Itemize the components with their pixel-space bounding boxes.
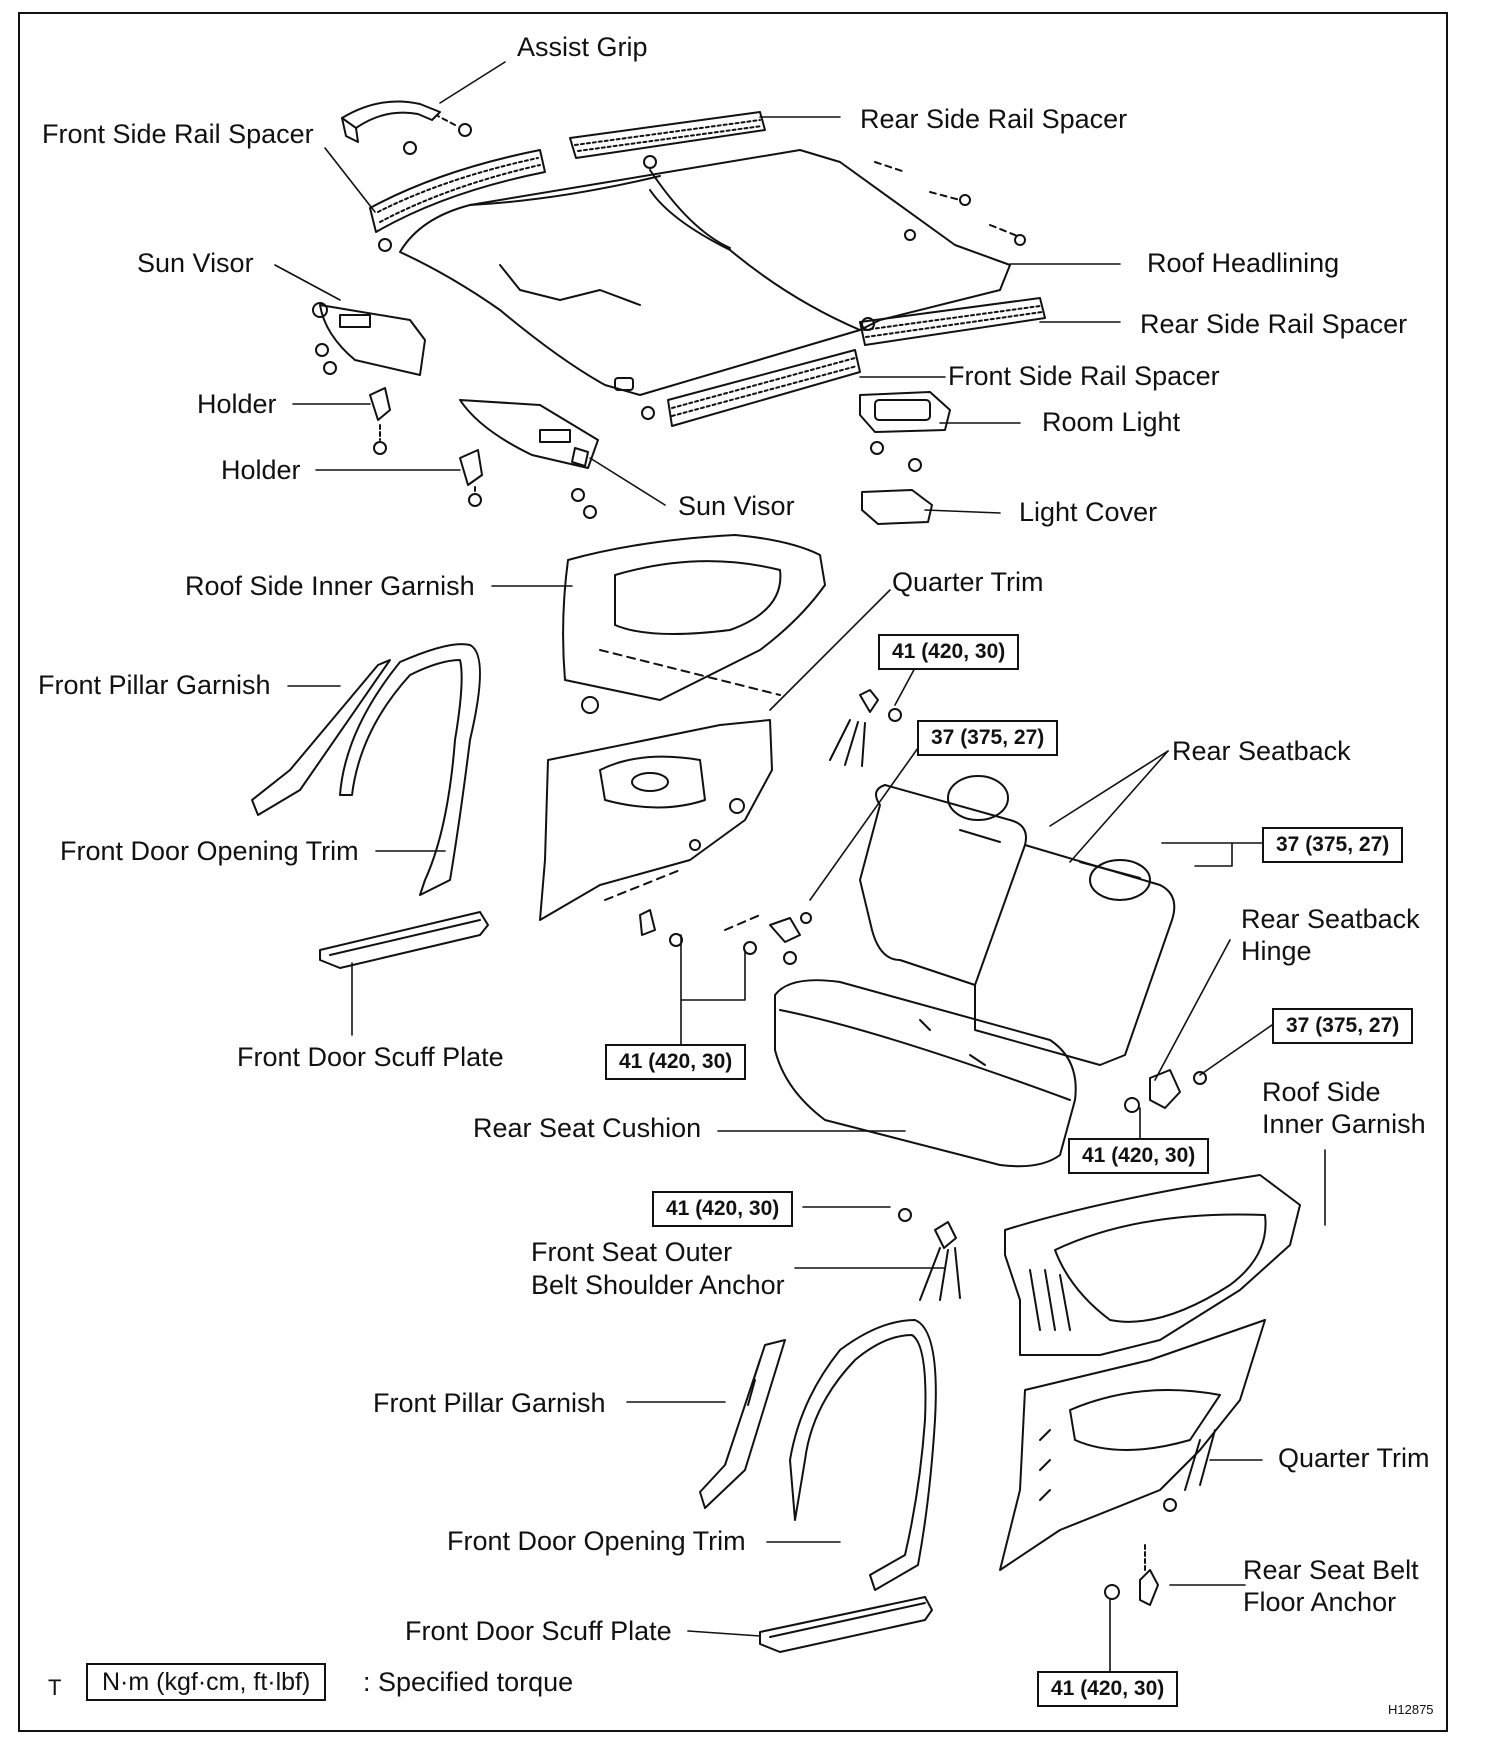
label-front-door-opening-trim: Front Door Opening Trim — [60, 836, 359, 866]
label-rear-seatback: Rear Seatback — [1172, 736, 1351, 766]
label-rear-seatback-hinge-line1: Rear Seatback — [1241, 904, 1420, 934]
torque-box-3: 37 (375, 27) — [1262, 827, 1404, 863]
rear-side-rail-spacer-right-drawing — [859, 297, 1046, 346]
label-holder: Holder — [197, 389, 277, 419]
label-quarter-trim: Quarter Trim — [892, 567, 1044, 597]
label-front-door-scuff-plate: Front Door Scuff Plate — [237, 1042, 504, 1072]
label-front-seat-outer-belt-line1: Front Seat Outer — [531, 1237, 733, 1267]
torque-box-8: 41 (420, 30) — [1037, 1671, 1179, 1707]
room-light-drawing — [859, 391, 951, 472]
label-rear-side-rail-spacer-2: Rear Side Rail Spacer — [1140, 309, 1408, 339]
label-light-cover: Light Cover — [1019, 497, 1158, 527]
rear-seat-cushion-drawing — [774, 979, 1077, 1168]
quarter-trim-lower-drawing — [999, 1319, 1266, 1571]
label-quarter-trim-2: Quarter Trim — [1278, 1443, 1430, 1473]
roof-side-inner-garnish-lower-drawing — [1004, 1174, 1301, 1356]
label-roof-side-inner-garnish-2-line2: Inner Garnish — [1262, 1109, 1426, 1139]
legend-text: : Specified torque — [363, 1667, 574, 1697]
label-rear-seatback-hinge-line2: Hinge — [1241, 936, 1312, 966]
legend-unit-box: N·m (kgf·cm, ft·lbf) — [86, 1663, 327, 1701]
front-pillar-garnish-lower-drawing — [699, 1339, 786, 1509]
sun-visor-middle-drawing — [459, 399, 599, 519]
label-roof-side-inner-garnish-2-line1: Roof Side — [1262, 1077, 1381, 1107]
label-rear-seat-belt-floor-anchor-line2: Floor Anchor — [1243, 1587, 1397, 1617]
quarter-trim-upper-drawing — [539, 689, 902, 965]
torque-box-2: 37 (375, 27) — [917, 720, 1059, 756]
figure-code: H12875 — [1388, 1702, 1434, 1717]
label-front-side-rail-spacer: Front Side Rail Spacer — [42, 119, 314, 149]
roof-side-inner-garnish-upper-drawing — [562, 534, 826, 714]
torque-box-7: 41 (420, 30) — [652, 1191, 794, 1227]
label-front-door-scuff-plate-2: Front Door Scuff Plate — [405, 1616, 672, 1646]
label-assist-grip: Assist Grip — [517, 32, 648, 62]
front-door-opening-trim-upper-drawing — [339, 643, 481, 896]
sun-visor-left-drawing — [312, 302, 426, 376]
assist-grip-drawing — [341, 100, 472, 155]
roof-headlining-drawing — [399, 149, 1026, 396]
label-front-door-opening-trim-2: Front Door Opening Trim — [447, 1526, 746, 1556]
rear-seatback-hinge-drawing — [1124, 1069, 1207, 1113]
diagram-frame — [18, 12, 1448, 1732]
label-front-seat-outer-belt-line2: Belt Shoulder Anchor — [531, 1270, 785, 1300]
rear-seat-belt-floor-anchor-drawing — [1104, 1544, 1159, 1606]
label-front-side-rail-spacer-2: Front Side Rail Spacer — [948, 361, 1220, 391]
label-roof-side-inner-garnish: Roof Side Inner Garnish — [185, 571, 475, 601]
front-door-opening-trim-lower-drawing — [789, 1319, 937, 1591]
holder-drawings — [369, 387, 483, 507]
front-side-rail-spacer-upper-drawing — [369, 149, 546, 252]
belt-shoulder-anchor-drawing — [898, 1208, 961, 1301]
torque-box-5: 41 (420, 30) — [605, 1044, 747, 1080]
label-rear-seat-cushion: Rear Seat Cushion — [473, 1113, 702, 1143]
rear-seatback-drawing — [859, 775, 1176, 1066]
label-rear-side-rail-spacer: Rear Side Rail Spacer — [860, 104, 1128, 134]
rear-side-rail-spacer-upper-drawing — [569, 111, 766, 169]
label-sun-visor-2: Sun Visor — [678, 491, 795, 521]
front-door-scuff-plate-upper-drawing — [319, 911, 489, 969]
front-side-rail-spacer-middle-drawing — [641, 349, 861, 427]
label-front-pillar-garnish-2: Front Pillar Garnish — [373, 1388, 606, 1418]
front-door-scuff-plate-lower-drawing — [759, 1596, 933, 1653]
label-sun-visor: Sun Visor — [137, 248, 254, 278]
torque-box-4: 37 (375, 27) — [1272, 1008, 1414, 1044]
leader-lines — [274, 61, 1326, 1674]
label-rear-seat-belt-floor-anchor-line1: Rear Seat Belt — [1243, 1555, 1419, 1585]
label-room-light: Room Light — [1042, 407, 1181, 437]
label-front-pillar-garnish: Front Pillar Garnish — [38, 670, 271, 700]
legend-marker: T — [48, 1675, 62, 1700]
torque-box-6: 41 (420, 30) — [1068, 1138, 1210, 1174]
light-cover-drawing — [861, 489, 933, 525]
label-roof-headlining: Roof Headlining — [1147, 248, 1340, 278]
label-holder-2: Holder — [221, 455, 301, 485]
torque-box-1: 41 (420, 30) — [878, 634, 1020, 670]
front-pillar-garnish-upper-drawing — [251, 659, 391, 816]
